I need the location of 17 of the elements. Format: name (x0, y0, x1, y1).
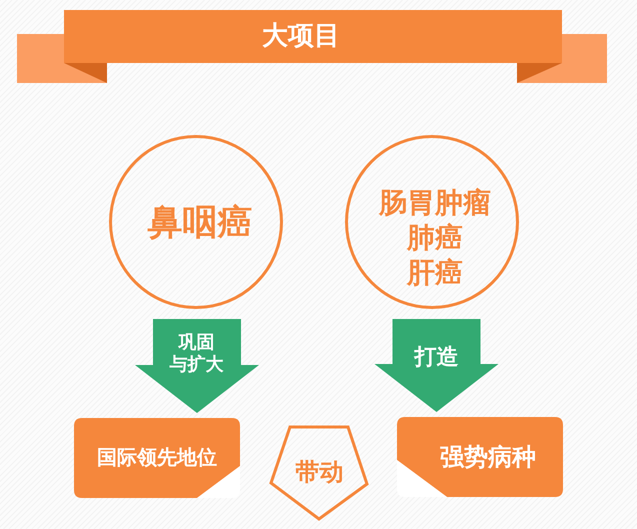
node-label: 强势病种 (440, 443, 536, 471)
block-arrow (135, 319, 259, 413)
node-label: 鼻咽癌 (148, 203, 252, 243)
node-label: 肠胃肿瘤 (379, 184, 491, 220)
edge-label: 打造 (414, 345, 458, 371)
node-label: 国际领先地位 (97, 444, 217, 470)
edge-label: 巩固与扩大 (170, 332, 224, 376)
node-label: 肝癌 (407, 254, 463, 290)
title: 大项目 (262, 21, 340, 51)
circle-node (109, 135, 283, 309)
result-box (397, 417, 563, 497)
node-label: 带动 (296, 458, 344, 486)
block-arrow (374, 319, 498, 412)
result-box (74, 418, 240, 498)
node-label: 肺癌 (407, 220, 463, 254)
pentagon-node (270, 425, 369, 521)
circle-node (345, 135, 519, 309)
